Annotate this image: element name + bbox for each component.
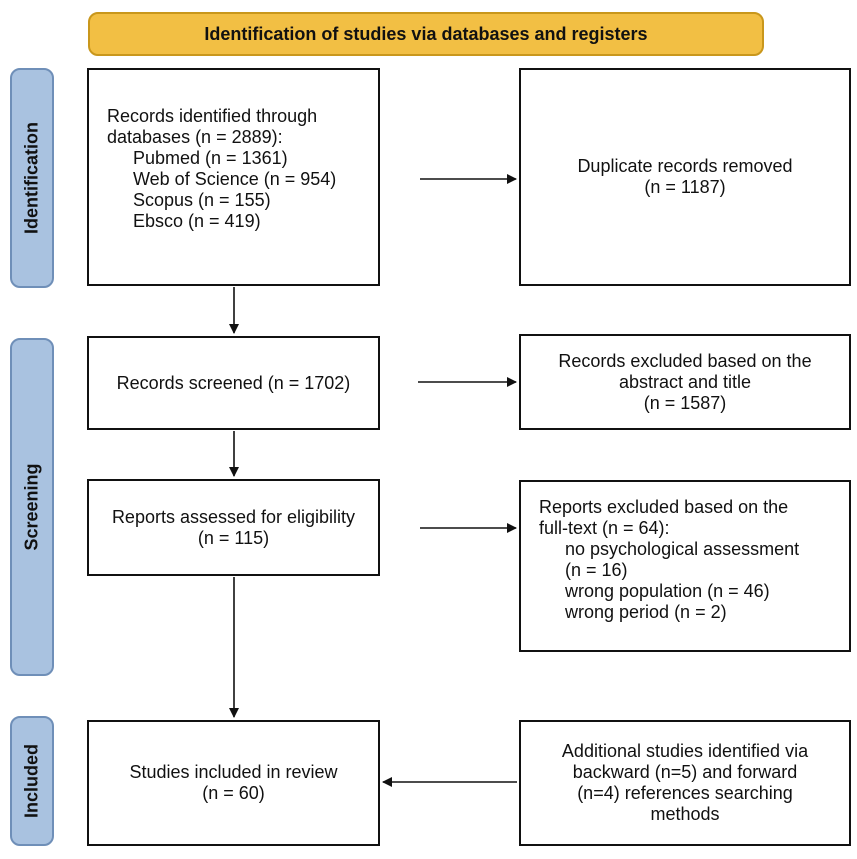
reason-no-psychological-assessment: no psychological assessment: [565, 539, 800, 559]
excluded-abstract-line-1: Records excluded based on the: [558, 350, 812, 371]
excluded-abstract-line-2: abstract and title: [618, 371, 752, 392]
records-screened-box: Records screened (n = 1702): [87, 336, 380, 430]
header-title: Identification of studies via databases …: [204, 23, 648, 44]
reports-assessed-box: Reports assessed for eligibility (n = 11…: [87, 479, 380, 576]
source-web-of-science: Web of Science (n = 954): [133, 169, 337, 189]
stage-included: Included: [10, 716, 54, 846]
studies-included-count: (n = 60): [202, 783, 265, 803]
reports-excluded-fulltext-box: Reports excluded based on the full-text …: [519, 480, 851, 652]
excluded-fulltext-title-1: Reports excluded based on the: [539, 497, 789, 517]
studies-included-label: Studies included in review: [129, 762, 338, 782]
excluded-fulltext-title-2: full-text (n = 64):: [539, 518, 670, 538]
records-identified-title-1: Records identified through: [107, 106, 318, 126]
duplicates-removed-box: Duplicate records removed (n = 1187): [519, 68, 851, 286]
reason-wrong-period: wrong period (n = 2): [565, 602, 727, 622]
source-scopus: Scopus (n = 155): [133, 190, 271, 210]
duplicates-removed-count: (n = 1187): [644, 177, 726, 197]
records-excluded-abstract-box: Records excluded based on the abstract a…: [519, 334, 851, 430]
stage-identification: Identification: [10, 68, 54, 288]
studies-included-box: Studies included in review (n = 60): [87, 720, 380, 846]
reports-assessed-label: Reports assessed for eligibility: [111, 506, 356, 527]
excluded-abstract-count: (n = 1587): [643, 392, 727, 413]
records-identified-box: Records identified through databases (n …: [87, 68, 380, 286]
source-pubmed: Pubmed (n = 1361): [133, 148, 288, 168]
additional-studies-box: Additional studies identified via backwa…: [519, 720, 851, 846]
reason-wrong-population: wrong population (n = 46): [565, 581, 770, 601]
additional-studies-line-4: methods: [650, 804, 720, 824]
additional-studies-line-1: Additional studies identified via: [561, 741, 809, 761]
additional-studies-line-3: (n=4) references searching: [577, 783, 793, 803]
reports-assessed-count: (n = 115): [197, 527, 270, 548]
reason-no-psychological-assessment-count: (n = 16): [565, 560, 628, 580]
duplicates-removed-label: Duplicate records removed: [577, 156, 793, 176]
records-screened-label: Records screened (n = 1702): [116, 372, 351, 393]
stage-screening: Screening: [10, 338, 54, 676]
diagram-header: Identification of studies via databases …: [88, 12, 764, 56]
source-ebsco: Ebsco (n = 419): [133, 211, 261, 231]
records-identified-title-2: databases (n = 2889):: [107, 127, 283, 147]
additional-studies-line-2: backward (n=5) and forward: [572, 762, 798, 782]
